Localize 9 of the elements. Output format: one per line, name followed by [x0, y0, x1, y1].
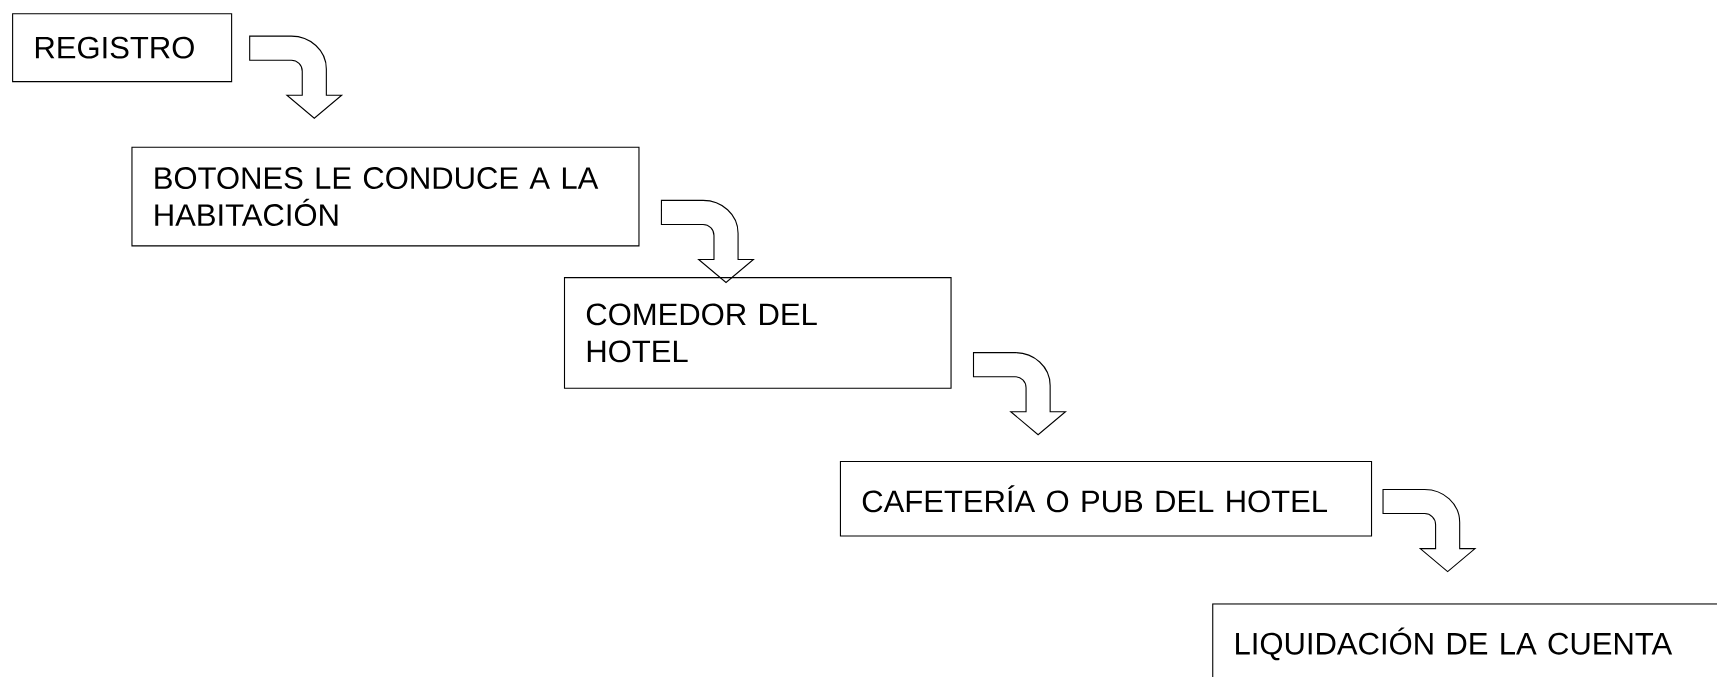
process-box: COMEDOR DEL HOTEL [563, 277, 952, 389]
bent-arrow [1382, 488, 1476, 573]
bent-arrow [660, 199, 754, 284]
process-box: BOTONES LE CONDUCE A LA HABITACIÓN [131, 146, 640, 247]
process-box: CAFETERÍA O PUB DEL HOTEL [839, 461, 1373, 537]
process-box: LIQUIDACIÓN DE LA CUENTA [1212, 603, 1717, 677]
bent-arrow [972, 352, 1067, 436]
process-box: REGISTRO [12, 13, 233, 83]
bent-arrow [249, 35, 343, 119]
